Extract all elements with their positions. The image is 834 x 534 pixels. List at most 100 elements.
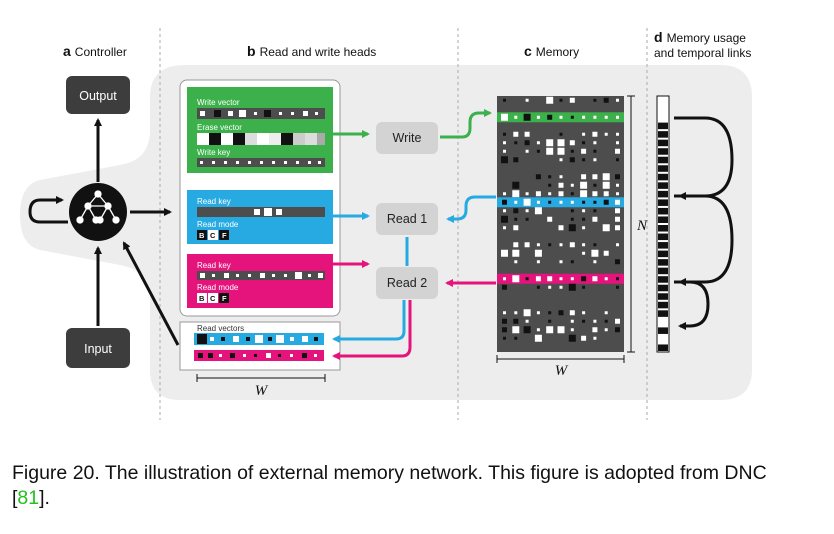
arrow-read1-to-read-vectors (332, 300, 406, 343)
memory-cell (593, 115, 597, 119)
memory-cell (604, 328, 608, 332)
memory-cell (592, 174, 598, 180)
memory-cell (615, 327, 620, 333)
memory-cell (536, 311, 540, 315)
memory-cell (559, 243, 563, 247)
usage-cell (658, 267, 668, 275)
memory-cell (546, 147, 554, 155)
memory-cell (546, 96, 554, 104)
memory-cell (535, 191, 541, 197)
write-op-label: Write (393, 131, 422, 145)
erase-vector-label: Erase vector (197, 123, 242, 132)
arrow-read2-to-read-vectors (332, 300, 412, 360)
usage-cell (658, 207, 668, 215)
memory-cell (570, 192, 574, 196)
memory-cell (570, 260, 574, 264)
memory-cell (536, 149, 540, 153)
memory-cell (503, 209, 506, 213)
write-key-label: Write key (197, 148, 230, 157)
read-mode-1-label: Read mode (197, 220, 239, 229)
memory-cell (569, 310, 575, 316)
memory-cell (592, 276, 598, 282)
memory-n-bracket (627, 95, 635, 353)
memory-cell (570, 115, 574, 119)
memory-cell (559, 285, 563, 289)
memory-cell (524, 140, 530, 146)
memory-cell (558, 191, 564, 197)
read2-op-box (376, 267, 438, 299)
usage-cell (658, 165, 668, 172)
memory-cell (616, 192, 619, 196)
memory-cell (512, 249, 520, 257)
memory-cell (525, 192, 529, 196)
memory-cell (593, 158, 597, 162)
memory-cell (501, 249, 508, 257)
controller-network-graph-icon (76, 190, 120, 224)
memory-cell (536, 141, 540, 145)
memory-cell (503, 141, 506, 145)
usage-cell (658, 190, 668, 198)
memory-cell (523, 326, 531, 334)
memory-cell (581, 276, 587, 282)
usage-cell (658, 156, 668, 164)
memory-cell (503, 98, 506, 102)
memory-cell (503, 149, 506, 153)
memory-cell (593, 149, 597, 153)
memory-cell (559, 200, 563, 204)
memory-cell (548, 200, 552, 204)
memory-cell (502, 327, 507, 333)
memory-cell (525, 217, 529, 221)
memory-cell (525, 209, 529, 213)
caption-citation-link[interactable]: 81 (17, 487, 40, 509)
memory-cell (592, 191, 598, 197)
read-key-2-label: Read key (197, 261, 231, 270)
input-label: Input (84, 342, 112, 356)
memory-cell (514, 141, 518, 145)
erase-vector-cells (197, 133, 325, 145)
memory-cell (615, 199, 620, 205)
memory-cell (559, 175, 563, 179)
read-vectors-label: Read vectors (197, 324, 244, 333)
memory-cell (548, 192, 552, 196)
usage-cell (658, 182, 668, 189)
memory-cell (592, 131, 598, 137)
arrow-read-vectors-to-controller (122, 241, 180, 346)
read1-op-box (376, 203, 438, 235)
svg-text:C: C (210, 231, 216, 240)
memory-cell (536, 285, 540, 289)
svg-text:F: F (222, 294, 227, 303)
memory-cell (582, 115, 586, 119)
arrow-write-to-memory (440, 109, 492, 139)
memory-cell (604, 311, 608, 315)
usage-cell (658, 131, 668, 138)
memory-cell (514, 115, 518, 119)
memory-cell (536, 328, 540, 332)
memory-cell (548, 175, 552, 179)
controller-network-icon (69, 183, 127, 241)
memory-cell (503, 311, 506, 315)
memory-cell (547, 216, 553, 222)
memory-cell (523, 198, 531, 206)
arrow-memory-to-read1 (446, 195, 496, 223)
memory-cell (536, 200, 540, 204)
memory-cell (570, 200, 574, 204)
memory-cell (603, 199, 609, 205)
memory-cell (570, 183, 574, 187)
memory-cell (570, 149, 574, 153)
memory-cell (603, 97, 609, 103)
memory-w-bracket (496, 355, 625, 363)
memory-cell (602, 181, 610, 189)
figure-caption: Figure 20. The illustration of external … (12, 461, 802, 511)
memory-cell (568, 224, 576, 232)
memory-cell (523, 309, 531, 317)
memory-cell (603, 250, 609, 256)
memory-cell (534, 207, 542, 215)
memory-cell (616, 141, 619, 145)
memory-cell (557, 326, 565, 334)
memory-cell (593, 336, 597, 340)
memory-cell (536, 115, 540, 119)
memory-cell (616, 243, 619, 247)
memory-cell (582, 285, 586, 289)
memory-cell (514, 200, 518, 204)
